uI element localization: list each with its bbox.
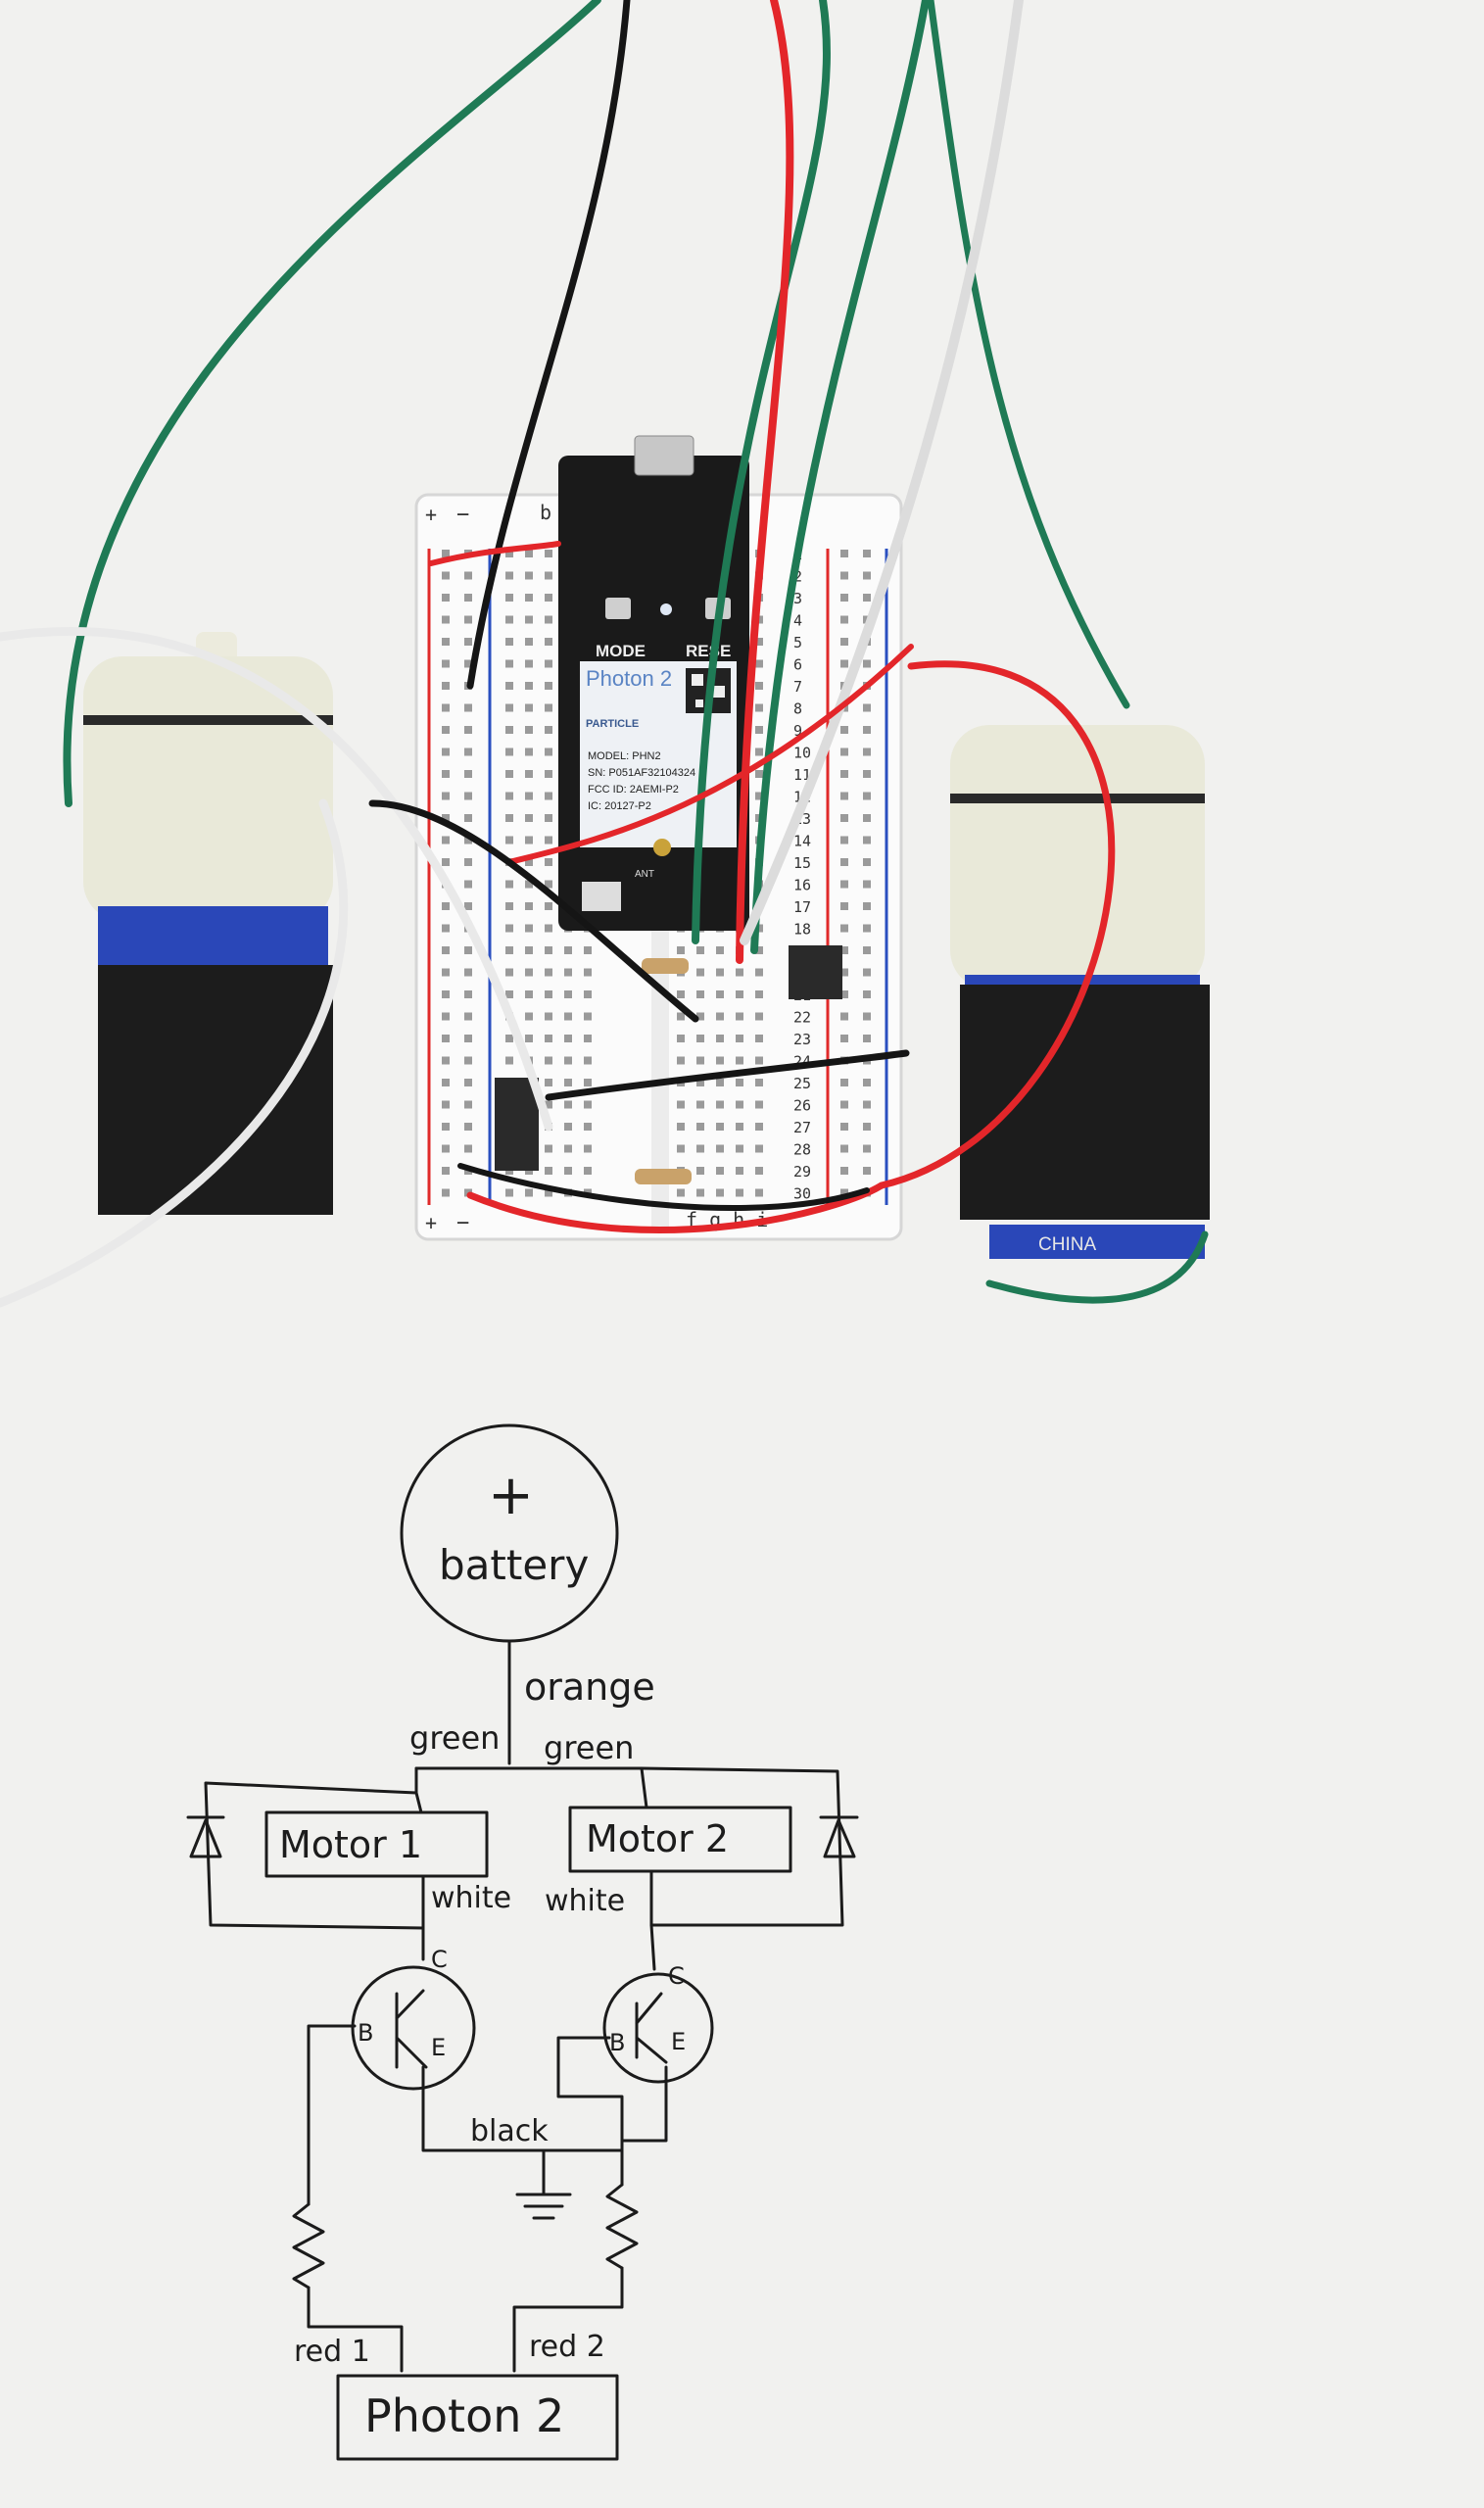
photon2-box-icon <box>336 2374 619 2461</box>
row-number: 15 <box>793 854 811 872</box>
battery-label: battery <box>439 1541 589 1589</box>
motor-right: CHINA <box>950 725 1210 1259</box>
wire-red-bottom <box>466 1182 886 1233</box>
wires <box>0 0 1209 1308</box>
wire-red-rail <box>428 541 561 566</box>
row-number: 23 <box>793 1031 811 1048</box>
row-number: 25 <box>793 1075 811 1092</box>
rail-plus-label: + <box>425 503 437 526</box>
row-number: 3 <box>793 590 802 607</box>
red1-label: red 1 <box>294 2335 370 2369</box>
resistor-2 <box>635 1169 692 1184</box>
board-name: Photon 2 <box>586 666 672 691</box>
row-number: 16 <box>793 877 811 894</box>
model-label: MODEL: PHN2 <box>588 750 661 762</box>
base-label-1: B <box>358 2019 373 2047</box>
row-number: 7 <box>793 678 802 696</box>
collector-label-1: C <box>431 1946 448 1973</box>
row-number: 6 <box>793 656 802 674</box>
wire-red-diag <box>506 644 914 865</box>
row-number: 4 <box>793 612 802 630</box>
motor-right-label: CHINA <box>1038 1234 1096 1255</box>
wire-black-row25 <box>545 1049 910 1101</box>
wire-black-mid <box>368 799 699 1023</box>
wire-white-loop <box>0 798 349 1308</box>
mode-button-icon <box>605 598 631 619</box>
row-number: 18 <box>793 921 811 939</box>
rail-plus-label-bottom: + <box>425 1211 437 1234</box>
white-left-label: white <box>431 1881 511 1915</box>
wire-white-left <box>0 626 553 1132</box>
row-number: 9 <box>793 722 802 740</box>
photon2-label: Photon 2 <box>364 2389 564 2442</box>
fcc-label: FCC ID: 2AEMI-P2 <box>588 784 679 796</box>
wire-red-motor2 <box>878 660 1116 1189</box>
row-number: 5 <box>793 634 802 651</box>
reset-label: RESE <box>686 642 731 660</box>
wire-green-far-right <box>927 0 1130 709</box>
transistor-2 <box>789 945 842 999</box>
row-number: 8 <box>793 700 802 718</box>
wire-green-motor2 <box>985 1230 1209 1304</box>
motor-left <box>83 632 333 1215</box>
rail-minus-label: − <box>456 503 469 527</box>
battery-plus-symbol: + <box>488 1464 534 1527</box>
row-number: 14 <box>793 833 811 850</box>
status-led-icon <box>660 603 672 615</box>
photon2-board: MODE RESE Photon 2 PARTICLE MODEL: PHN2 … <box>558 435 749 931</box>
row-number: 17 <box>793 898 811 916</box>
diode-right-icon <box>819 1815 859 1858</box>
orange-wire-label: orange <box>524 1665 655 1709</box>
wire-white-top <box>740 0 1024 945</box>
serial-label: SN: P051AF32104324 <box>588 767 695 779</box>
row-number: 10 <box>793 745 811 762</box>
motor-2-label: Motor 2 <box>586 1817 729 1860</box>
resistor-2-icon <box>605 2183 639 2270</box>
motor-1-label: Motor 1 <box>279 1823 422 1866</box>
transistor-2-icon <box>602 1972 714 2084</box>
schematic: + battery orange green green Motor 1 Mot… <box>186 1423 859 2461</box>
antenna-label: ANT <box>635 869 654 880</box>
emitter-label-2: E <box>671 2028 686 2055</box>
usb-connector-icon <box>634 435 694 476</box>
ic-label: IC: 20127-P2 <box>588 800 651 812</box>
base-label-2: B <box>609 2029 625 2056</box>
rail-minus-label-bottom: − <box>456 1211 469 1235</box>
row-number: 26 <box>793 1097 811 1115</box>
transistor-1 <box>495 1078 539 1171</box>
ground-icon <box>515 2148 572 2220</box>
breadboard-components <box>495 945 842 1184</box>
brand-label: PARTICLE <box>586 718 639 730</box>
transistor-1-icon <box>351 1965 476 2091</box>
wire-black-top <box>466 0 631 690</box>
antenna-connector-icon <box>653 839 671 856</box>
row-number: 29 <box>793 1163 811 1181</box>
green-left-label: green <box>409 1719 500 1757</box>
red2-label: red 2 <box>529 2330 605 2364</box>
wire-green-mid <box>692 0 831 944</box>
diode-left-icon <box>186 1815 225 1858</box>
black-wire-label: black <box>470 2114 549 2148</box>
row-number: 2 <box>793 568 802 586</box>
wire-orange <box>736 0 794 964</box>
row-number: 30 <box>793 1185 811 1203</box>
resistor-1-icon <box>292 2202 325 2290</box>
resistor-1 <box>642 958 689 974</box>
mode-label: MODE <box>596 642 646 660</box>
column-label-b: b <box>540 501 551 524</box>
row-number: 22 <box>793 1009 811 1027</box>
emitter-label-1: E <box>431 2034 446 2061</box>
motor-1-box-icon <box>264 1810 489 1878</box>
motor-2-box-icon <box>568 1806 792 1873</box>
white-right-label: white <box>545 1884 625 1918</box>
row-number: 11 <box>793 766 811 784</box>
green-right-label: green <box>544 1729 634 1766</box>
row-number: 28 <box>793 1141 811 1159</box>
row-number: 27 <box>793 1119 811 1136</box>
wire-black-bottom <box>457 1163 870 1211</box>
